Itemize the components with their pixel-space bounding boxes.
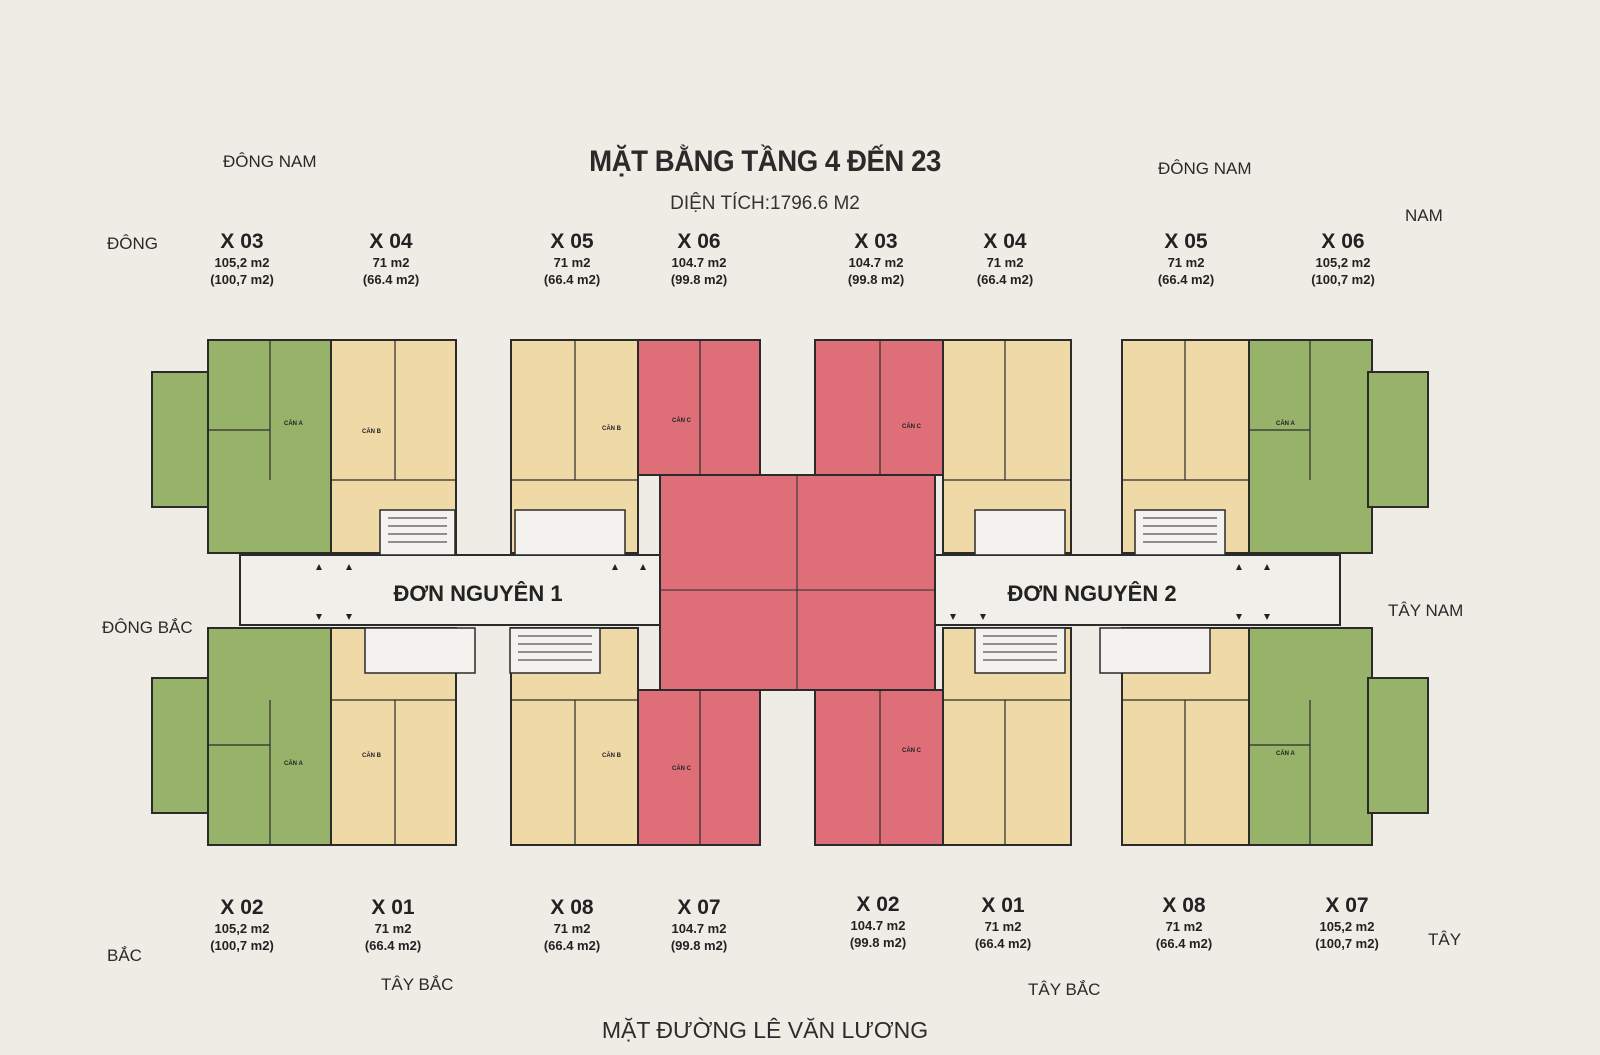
unit-x03-top-right xyxy=(814,339,944,476)
svg-text:CĂN C: CĂN C xyxy=(902,747,922,754)
direction-north: BẮC xyxy=(107,946,142,965)
svg-text:CĂN A: CĂN A xyxy=(284,760,303,767)
unit-x02-bottom-left xyxy=(151,627,332,846)
street-label: MẶT ĐƯỜNG LÊ VĂN LƯƠNG xyxy=(601,1017,929,1043)
type-label: CĂN A xyxy=(284,420,303,427)
svg-text:CĂN B: CĂN B xyxy=(362,752,382,759)
stair-core-2-bottom xyxy=(974,627,1066,674)
direction-southeast-left: ĐÔNG NAM xyxy=(223,152,317,171)
svg-text:CĂN C: CĂN C xyxy=(902,423,922,430)
unit-x07-bottom-right xyxy=(1248,627,1429,846)
block-label-2: ĐƠN NGUYÊN 2 xyxy=(1007,581,1176,606)
unit-x02-bottom-right xyxy=(814,689,944,846)
stair-core-1-bottom xyxy=(509,627,601,674)
lift-core-1-top xyxy=(514,509,626,556)
svg-text:CĂN C: CĂN C xyxy=(672,765,692,772)
unit-x07-bottom-left xyxy=(637,689,761,846)
direction-west: TÂY xyxy=(1428,930,1462,949)
direction-northwest-right: TÂY BẮC xyxy=(1028,980,1101,999)
lift-core-2-bottom xyxy=(1099,627,1211,674)
plan-area-subtitle: DIỆN TÍCH:1796.6 M2 xyxy=(670,193,860,214)
direction-northeast: ĐÔNG BẮC xyxy=(102,618,193,637)
stair-core-2-top xyxy=(1134,509,1226,556)
direction-southwest: TÂY NAM xyxy=(1388,601,1464,620)
block-label-1: ĐƠN NGUYÊN 1 xyxy=(393,581,562,606)
plan-title: MẶT BẰNG TẦNG 4 ĐẾN 23 xyxy=(589,145,941,178)
svg-text:CĂN A: CĂN A xyxy=(1276,420,1295,427)
unit-x06-top-right xyxy=(1248,339,1429,554)
direction-east: ĐÔNG xyxy=(107,234,158,253)
svg-text:CĂN B: CĂN B xyxy=(602,752,622,759)
svg-text:CĂN B: CĂN B xyxy=(602,425,622,432)
svg-text:CĂN B: CĂN B xyxy=(362,428,382,435)
direction-south: NAM xyxy=(1405,206,1443,225)
stair-core-1-top xyxy=(379,509,456,556)
unit-x03-top-left xyxy=(151,339,332,554)
lift-core-1-bottom xyxy=(364,627,476,674)
svg-text:CĂN C: CĂN C xyxy=(672,417,692,424)
svg-text:CĂN A: CĂN A xyxy=(1276,750,1295,757)
direction-northwest-left: TÂY BẮC xyxy=(381,975,454,994)
lift-core-2-top xyxy=(974,509,1066,556)
direction-southeast-right: ĐÔNG NAM xyxy=(1158,159,1252,178)
unit-x06-top-left xyxy=(637,339,761,476)
